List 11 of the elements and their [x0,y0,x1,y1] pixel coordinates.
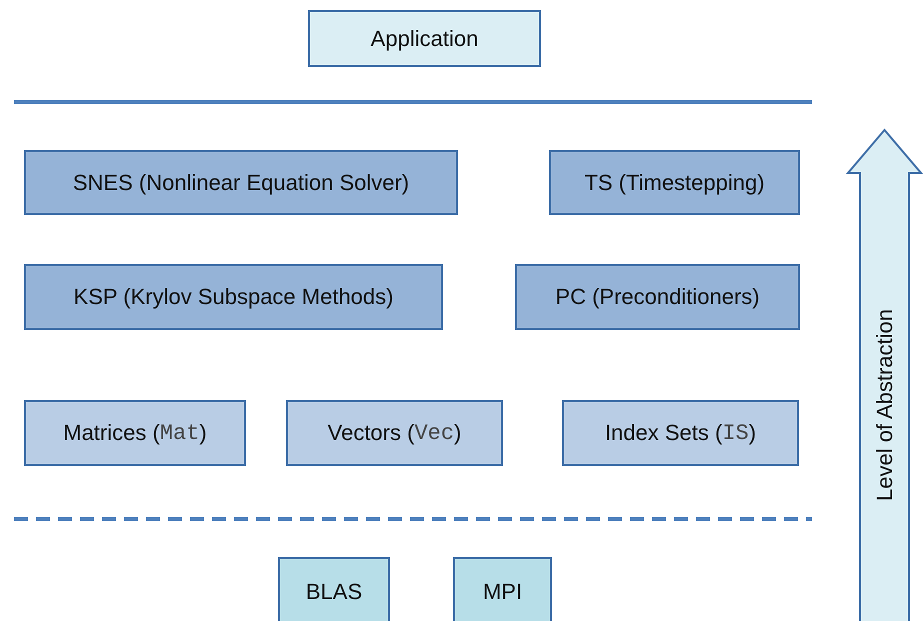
layer-box: Matrices (Mat) [24,400,246,466]
layer-box: Index Sets (IS) [562,400,799,466]
layer-box: KSP (Krylov Subspace Methods) [24,264,443,330]
layer-box: SNES (Nonlinear Equation Solver) [24,150,458,215]
layer-box: TS (Timestepping) [549,150,800,215]
axis-label: Level of Abstraction [872,308,898,500]
layer-box: Application [308,10,541,67]
layer-box: Vectors (Vec) [286,400,503,466]
layer-box: PC (Preconditioners) [515,264,800,330]
layer-box: MPI [453,557,552,621]
layer-box: BLAS [278,557,390,621]
